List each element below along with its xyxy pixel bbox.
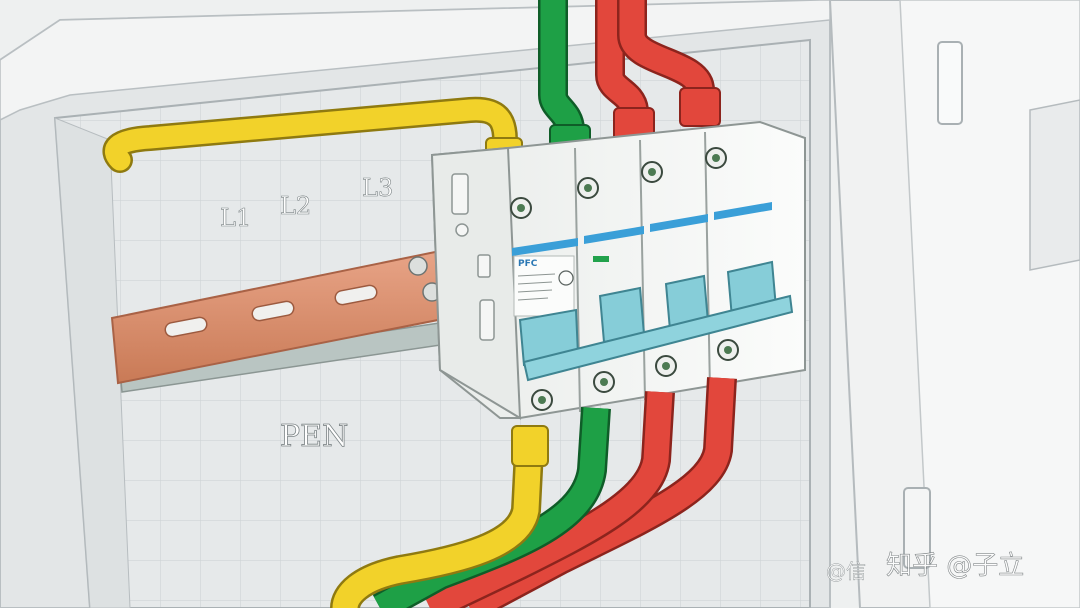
label-l3: L3 bbox=[362, 174, 393, 202]
watermark: @信 知乎 @子立 bbox=[826, 551, 1025, 584]
cabinet-door bbox=[828, 0, 1080, 608]
label-pen: PEN bbox=[280, 419, 348, 454]
red-wire-bottom-1 bbox=[423, 391, 675, 608]
circuit-breaker-4p: PFC bbox=[430, 120, 806, 420]
watermark-site: 知乎 @子立 bbox=[886, 551, 1024, 581]
label-l1: L1 bbox=[220, 204, 251, 232]
breaker-brand: PFC bbox=[518, 259, 538, 269]
red-wire-top-2 bbox=[617, 0, 721, 127]
yellow-wire-bottom bbox=[330, 425, 549, 608]
watermark-prefix: @信 bbox=[826, 559, 866, 583]
label-l2: L2 bbox=[280, 192, 311, 220]
